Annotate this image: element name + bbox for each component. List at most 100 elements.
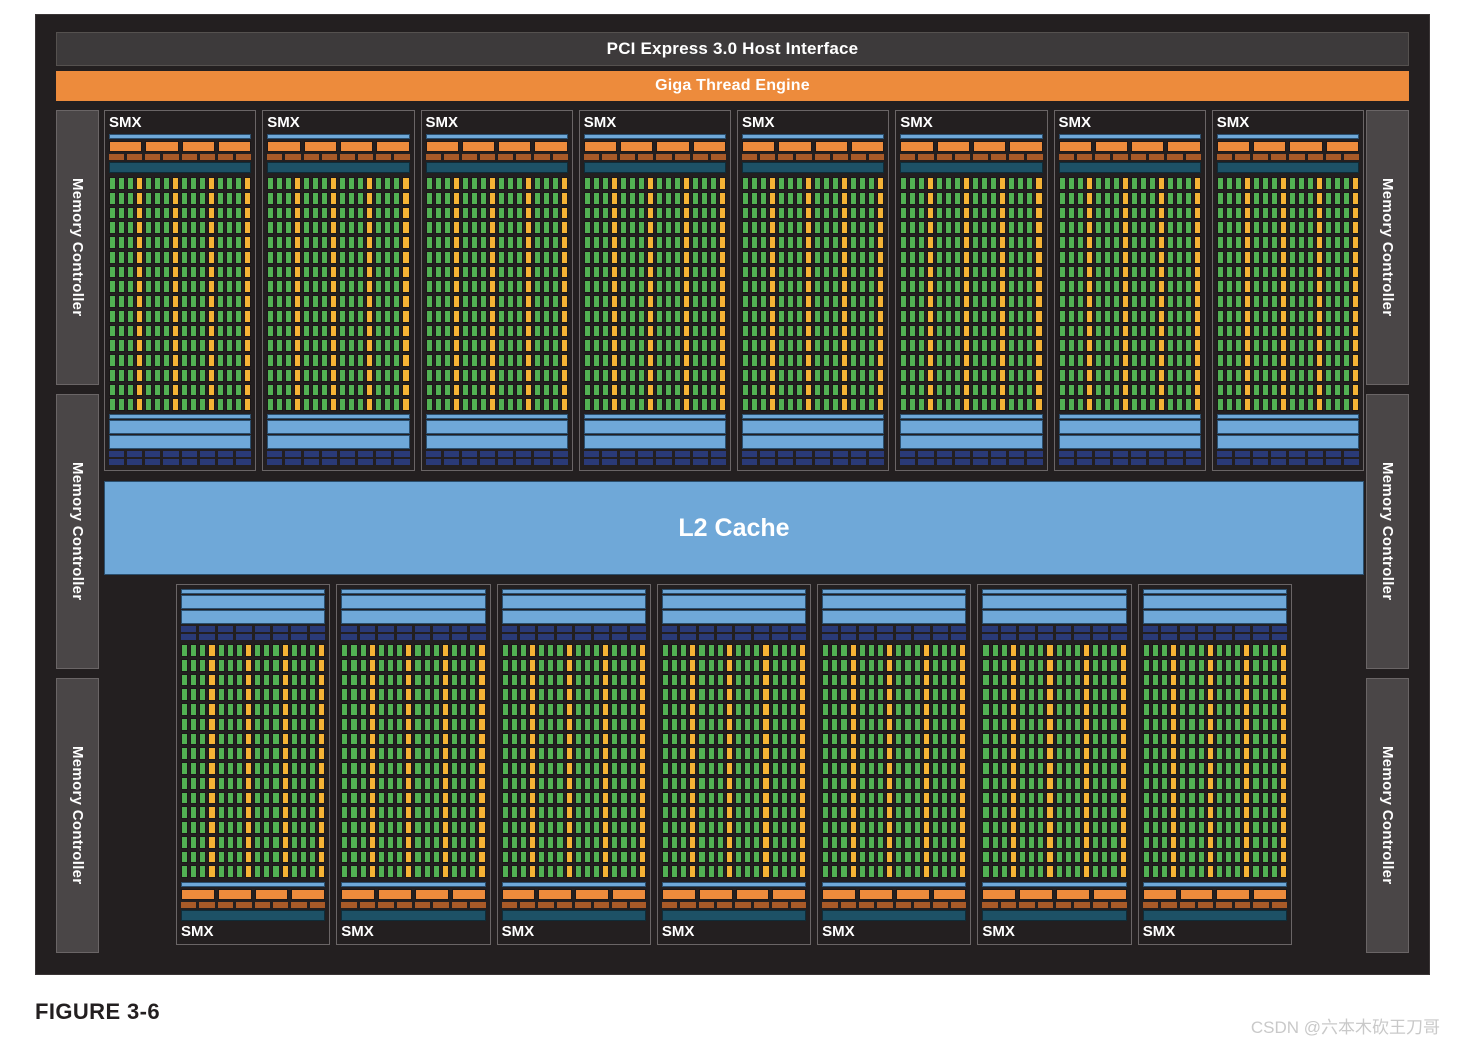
core-cell-green	[350, 821, 358, 834]
core-cell-green	[931, 658, 939, 672]
core-cell-green	[145, 398, 153, 411]
core-cell-green	[1151, 821, 1159, 834]
smx-block[interactable]: SMX	[1211, 110, 1364, 471]
smx-block[interactable]: SMX	[656, 584, 812, 945]
core-cell-green	[1225, 309, 1233, 323]
core-column-accent	[963, 177, 971, 411]
smx-block[interactable]: SMX	[176, 584, 331, 945]
core-cell-green	[312, 236, 320, 249]
smx-block[interactable]: SMX	[104, 110, 257, 471]
core-cell-amber	[718, 236, 726, 249]
core-cell-amber	[478, 673, 486, 687]
dispatch-unit-block	[742, 154, 758, 160]
core-cell-amber	[330, 295, 338, 308]
core-cell-green	[308, 806, 317, 819]
core-cell-green	[434, 236, 442, 249]
core-cell-green	[425, 206, 433, 220]
smx-block[interactable]: SMX	[737, 110, 890, 471]
core-cell-green	[680, 762, 688, 775]
core-cell-green	[290, 658, 298, 672]
core-cell-green	[432, 791, 440, 805]
core-cell-green	[1216, 339, 1224, 352]
core-cell-green	[859, 354, 867, 367]
core-column-accent	[318, 644, 326, 878]
core-cell-green	[945, 265, 953, 279]
core-cell-amber	[689, 762, 697, 775]
core-cell-green	[936, 280, 944, 293]
core-cell-green	[945, 221, 953, 234]
core-cell-green	[574, 644, 582, 657]
core-cell-green	[1008, 177, 1016, 190]
smx-block[interactable]: SMX	[578, 110, 731, 471]
core-cell-amber	[560, 339, 568, 352]
core-cell-green	[1112, 191, 1120, 205]
core-cell-green	[542, 324, 550, 338]
core-cell-green	[469, 835, 477, 849]
core-cell-amber	[718, 265, 726, 279]
core-cell-green	[308, 850, 317, 864]
smx-block[interactable]: SMX	[262, 110, 415, 471]
core-cell-green	[461, 368, 469, 382]
core-cell-green	[272, 850, 280, 864]
core-cell-green	[556, 850, 564, 864]
core-cell-amber	[638, 865, 646, 878]
core-cell-green	[1064, 806, 1072, 819]
core-cell-amber	[488, 309, 496, 323]
smx-block[interactable]: SMX	[1053, 110, 1206, 471]
core-column	[1252, 177, 1260, 411]
core-cell-green	[876, 717, 885, 731]
core-cell-green	[1112, 250, 1120, 264]
core-cell-green	[181, 644, 189, 657]
core-cell-green	[470, 339, 478, 352]
smx-block[interactable]: SMX	[895, 110, 1048, 471]
core-column	[780, 644, 788, 878]
core-cell-green	[982, 732, 990, 746]
tex-unit-block	[1271, 451, 1287, 457]
dispatch-unit-block	[470, 902, 486, 908]
smx-block[interactable]: SMX	[1137, 584, 1292, 945]
core-cell-green	[822, 835, 830, 849]
core-cell-amber	[366, 236, 374, 249]
tex-unit-block	[814, 451, 830, 457]
core-cell-green	[1166, 398, 1174, 411]
warp-scheduler-block	[498, 141, 532, 152]
core-cell-green	[396, 703, 404, 716]
core-cell-green	[303, 309, 311, 323]
core-cell-green	[339, 191, 347, 205]
core-cell-green	[1261, 776, 1269, 790]
core-cell-green	[628, 398, 636, 411]
smx-block[interactable]: SMX	[420, 110, 573, 471]
core-cell-amber	[560, 206, 568, 220]
core-cell-green	[1151, 673, 1159, 687]
core-cell-green	[542, 368, 550, 382]
smx-block[interactable]: SMX	[336, 584, 491, 945]
core-cell-green	[1184, 398, 1192, 411]
core-cell-amber	[560, 398, 568, 411]
core-cell-green	[895, 835, 903, 849]
core-cell-green	[771, 747, 779, 760]
core-cell-green	[1076, 177, 1084, 190]
core-cell-amber	[1279, 177, 1287, 190]
tex-unit-block	[1234, 451, 1251, 457]
core-cell-amber	[368, 865, 376, 878]
tex-unit-block	[556, 634, 573, 640]
core-cell-green	[556, 791, 564, 805]
core-cell-green	[1297, 206, 1305, 220]
smx-block[interactable]: SMX	[496, 584, 651, 945]
core-cell-amber	[402, 177, 410, 190]
core-cell-green	[1324, 368, 1332, 382]
core-cell-green	[611, 717, 619, 731]
core-cell-amber	[927, 280, 935, 293]
smx-block[interactable]: SMX	[977, 584, 1132, 945]
core-cell-amber	[927, 398, 935, 411]
core-cell-green	[450, 673, 459, 687]
core-cell-green	[778, 398, 786, 411]
core-cell-green	[601, 295, 609, 308]
core-cell-amber	[565, 688, 573, 701]
core-cell-green	[145, 250, 153, 264]
core-cell-green	[900, 339, 908, 352]
dispatch-unit-block	[1000, 902, 1017, 908]
core-cell-green	[226, 383, 234, 397]
smx-block[interactable]: SMX	[817, 584, 972, 945]
